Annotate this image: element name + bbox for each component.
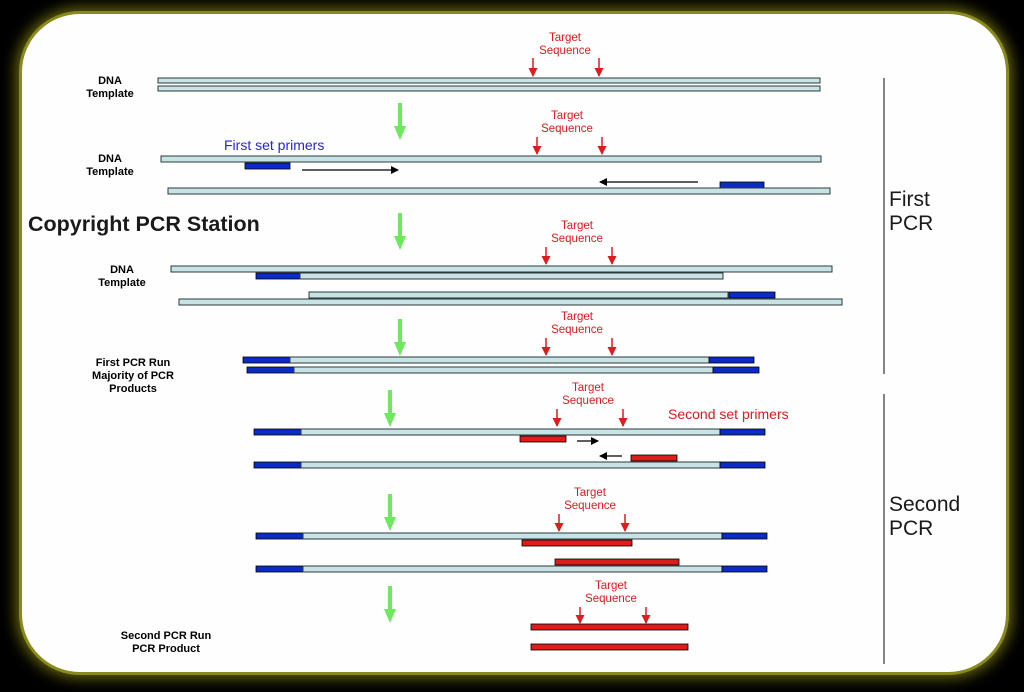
primer-reverse bbox=[728, 291, 776, 299]
nested-product bbox=[521, 539, 633, 547]
primer-reverse bbox=[719, 428, 766, 436]
target-label-1a: Target bbox=[549, 32, 582, 44]
primer-forward bbox=[242, 356, 291, 364]
dna-strand-bottom bbox=[167, 187, 831, 195]
product-strand bbox=[300, 461, 721, 469]
primer-reverse bbox=[712, 366, 760, 374]
primer-forward bbox=[255, 565, 304, 573]
target-label-4b: Sequence bbox=[551, 324, 603, 336]
new-strand bbox=[308, 291, 729, 299]
new-strand bbox=[299, 272, 724, 280]
phase-label-first-pcr: PCR bbox=[889, 212, 933, 235]
target-label-4a: Target bbox=[561, 311, 594, 323]
left-label-majority: Majority of PCR bbox=[92, 370, 174, 382]
target-label-6b: Sequence bbox=[564, 500, 616, 512]
primer-reverse bbox=[721, 532, 768, 540]
target-label-3a: Target bbox=[561, 220, 594, 232]
primer-reverse bbox=[721, 565, 768, 573]
left-label-template-1: Template bbox=[86, 88, 133, 100]
dna-strand-bottom bbox=[157, 85, 821, 92]
dna-strand-top bbox=[170, 265, 833, 273]
final-product bbox=[530, 623, 689, 631]
target-label-7b: Sequence bbox=[585, 593, 637, 605]
diagram-frame: DNA Template Target Sequence DNA Templat… bbox=[22, 14, 1006, 672]
primer-reverse bbox=[719, 461, 766, 469]
product-strand bbox=[289, 356, 710, 364]
dna-strand-top bbox=[160, 155, 822, 163]
phase-label-second-pcr: PCR bbox=[889, 517, 933, 540]
nested-primer-reverse bbox=[630, 454, 678, 462]
left-label-template-3: Template bbox=[98, 277, 145, 289]
primer-forward bbox=[253, 428, 302, 436]
product-strand bbox=[302, 565, 723, 573]
copyright-watermark: Copyright PCR Station bbox=[28, 212, 260, 236]
target-label-2a: Target bbox=[551, 110, 584, 122]
target-label-6a: Target bbox=[574, 487, 607, 499]
final-product bbox=[530, 643, 689, 651]
pcr-diagram: DNA Template Target Sequence DNA Templat… bbox=[28, 32, 960, 664]
target-label-2b: Sequence bbox=[541, 123, 593, 135]
left-label-second-pcr-run: Second PCR Run bbox=[121, 630, 212, 642]
primer-forward bbox=[253, 461, 302, 469]
primer-forward bbox=[255, 532, 304, 540]
left-label-dna-2: DNA bbox=[98, 153, 122, 165]
target-label-5b: Sequence bbox=[562, 395, 614, 407]
left-label-dna-3: DNA bbox=[110, 264, 134, 276]
left-label-template-2: Template bbox=[86, 166, 133, 178]
phase-label-first: First bbox=[889, 188, 930, 211]
nested-product bbox=[554, 558, 680, 566]
left-label-pcr-product: PCR Product bbox=[132, 643, 200, 655]
second-set-primers-label: Second set primers bbox=[668, 406, 789, 422]
primer-reverse bbox=[719, 181, 765, 189]
primer-forward bbox=[255, 272, 301, 280]
left-label-dna-1: DNA bbox=[98, 75, 122, 87]
primer-forward bbox=[244, 162, 291, 170]
target-label-5a: Target bbox=[572, 382, 605, 394]
product-strand bbox=[300, 428, 721, 436]
target-label-1b: Sequence bbox=[539, 45, 591, 57]
nested-primer-forward bbox=[519, 435, 567, 443]
dna-strand-bottom bbox=[178, 298, 843, 306]
product-strand bbox=[302, 532, 723, 540]
target-label-7a: Target bbox=[595, 580, 628, 592]
primer-forward bbox=[246, 366, 295, 374]
dna-strand-top bbox=[157, 77, 821, 84]
phase-label-second: Second bbox=[889, 493, 960, 516]
target-label-3b: Sequence bbox=[551, 233, 603, 245]
primer-reverse bbox=[708, 356, 755, 364]
product-strand bbox=[293, 366, 714, 374]
left-label-products: Products bbox=[109, 383, 157, 395]
left-label-first-pcr-run: First PCR Run bbox=[96, 357, 171, 369]
first-set-primers-label: First set primers bbox=[224, 137, 324, 153]
